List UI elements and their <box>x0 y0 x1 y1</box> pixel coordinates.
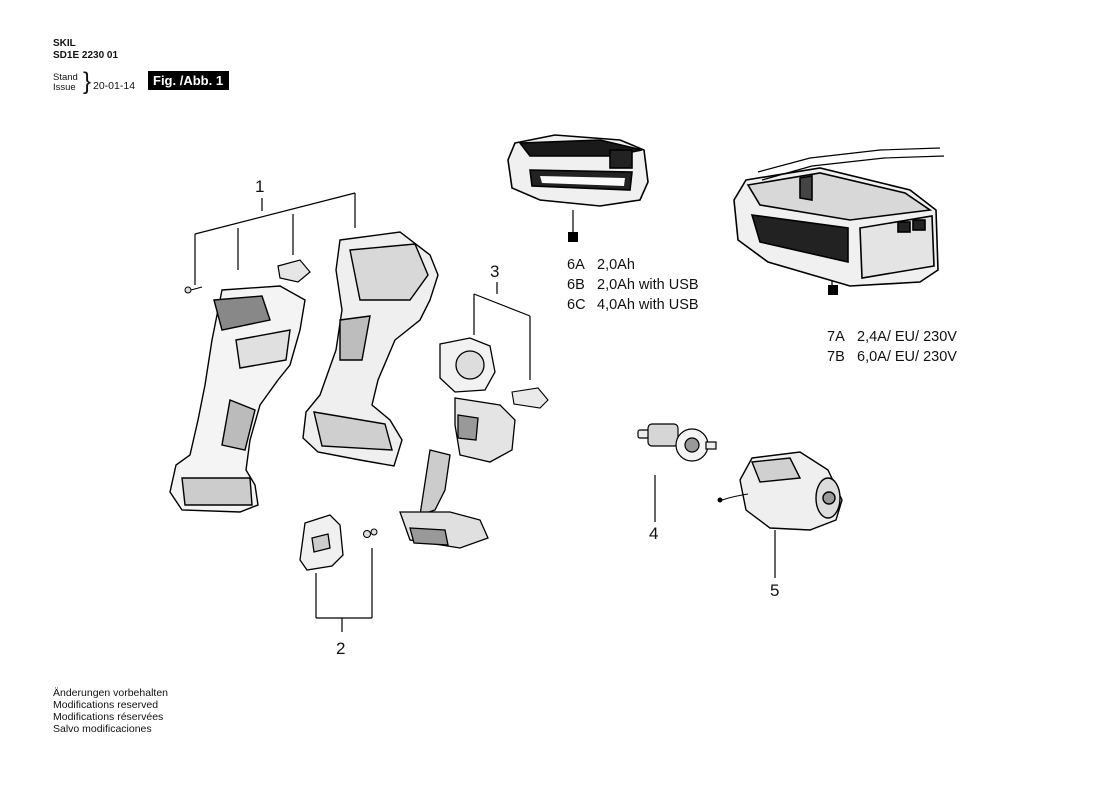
spec-code: 7A <box>827 329 845 345</box>
charger-marker <box>828 285 838 295</box>
figure-badge: Fig. /Abb. 1 <box>148 71 230 90</box>
small-cap <box>277 259 311 283</box>
brace-glyph: } <box>83 68 92 95</box>
callout-2-bracket <box>315 548 373 632</box>
brand-name: SKIL <box>53 38 76 49</box>
issue-label: Issue <box>53 82 76 93</box>
housing-shell-right <box>302 231 439 467</box>
charger <box>733 167 939 287</box>
battery-spec-6c: 6C 4,0Ah with USB <box>567 297 699 313</box>
switch-clip <box>511 387 549 409</box>
spec-desc: 2,4A/ EU/ 230V <box>857 329 957 345</box>
footer-line-es: Salvo modificaciones <box>53 723 152 735</box>
spec-desc: 2,0Ah with USB <box>597 277 699 293</box>
callout-2: 2 <box>336 639 346 658</box>
switch-assembly <box>399 337 516 549</box>
issue-date: 20-01-14 <box>93 80 136 92</box>
stand-label: Stand <box>53 72 78 83</box>
callout-5: 5 <box>770 581 780 600</box>
charger-cable <box>757 147 945 181</box>
battery-spec-6a: 6A 2,0Ah <box>567 257 635 273</box>
clip-screw <box>363 528 378 538</box>
gear-housing <box>739 451 843 531</box>
charger-spec-7b: 7B 6,0A/ EU/ 230V <box>827 349 957 365</box>
spec-desc: 4,0Ah with USB <box>597 297 699 313</box>
spec-code: 7B <box>827 349 845 365</box>
battery-pack <box>507 134 649 207</box>
belt-clip <box>299 514 344 571</box>
callout-3-bracket <box>473 282 531 380</box>
callout-1: 1 <box>255 177 265 196</box>
callout-3: 3 <box>490 262 500 281</box>
spec-code: 6B <box>567 277 585 293</box>
screw-left <box>184 286 203 294</box>
spec-desc: 6,0A/ EU/ 230V <box>857 349 957 365</box>
spec-code: 6C <box>567 297 586 313</box>
battery-spec-6b: 6B 2,0Ah with USB <box>567 277 699 293</box>
footer-line-de: Änderungen vorbehalten <box>53 687 169 699</box>
footer-line-fr: Modifications réservées <box>53 711 164 723</box>
motor-wire <box>717 493 749 503</box>
model-number: SD1E 2230 01 <box>53 50 119 61</box>
housing-shell-left <box>169 285 306 513</box>
battery-marker <box>568 232 578 242</box>
charger-spec-7a: 7A 2,4A/ EU/ 230V <box>827 329 957 345</box>
armature <box>637 423 717 462</box>
callout-1-bracket <box>194 192 356 285</box>
callout-4: 4 <box>649 524 659 543</box>
spec-desc: 2,0Ah <box>597 257 635 273</box>
spec-code: 6A <box>567 257 585 273</box>
footer-line-en: Modifications reserved <box>53 699 159 711</box>
